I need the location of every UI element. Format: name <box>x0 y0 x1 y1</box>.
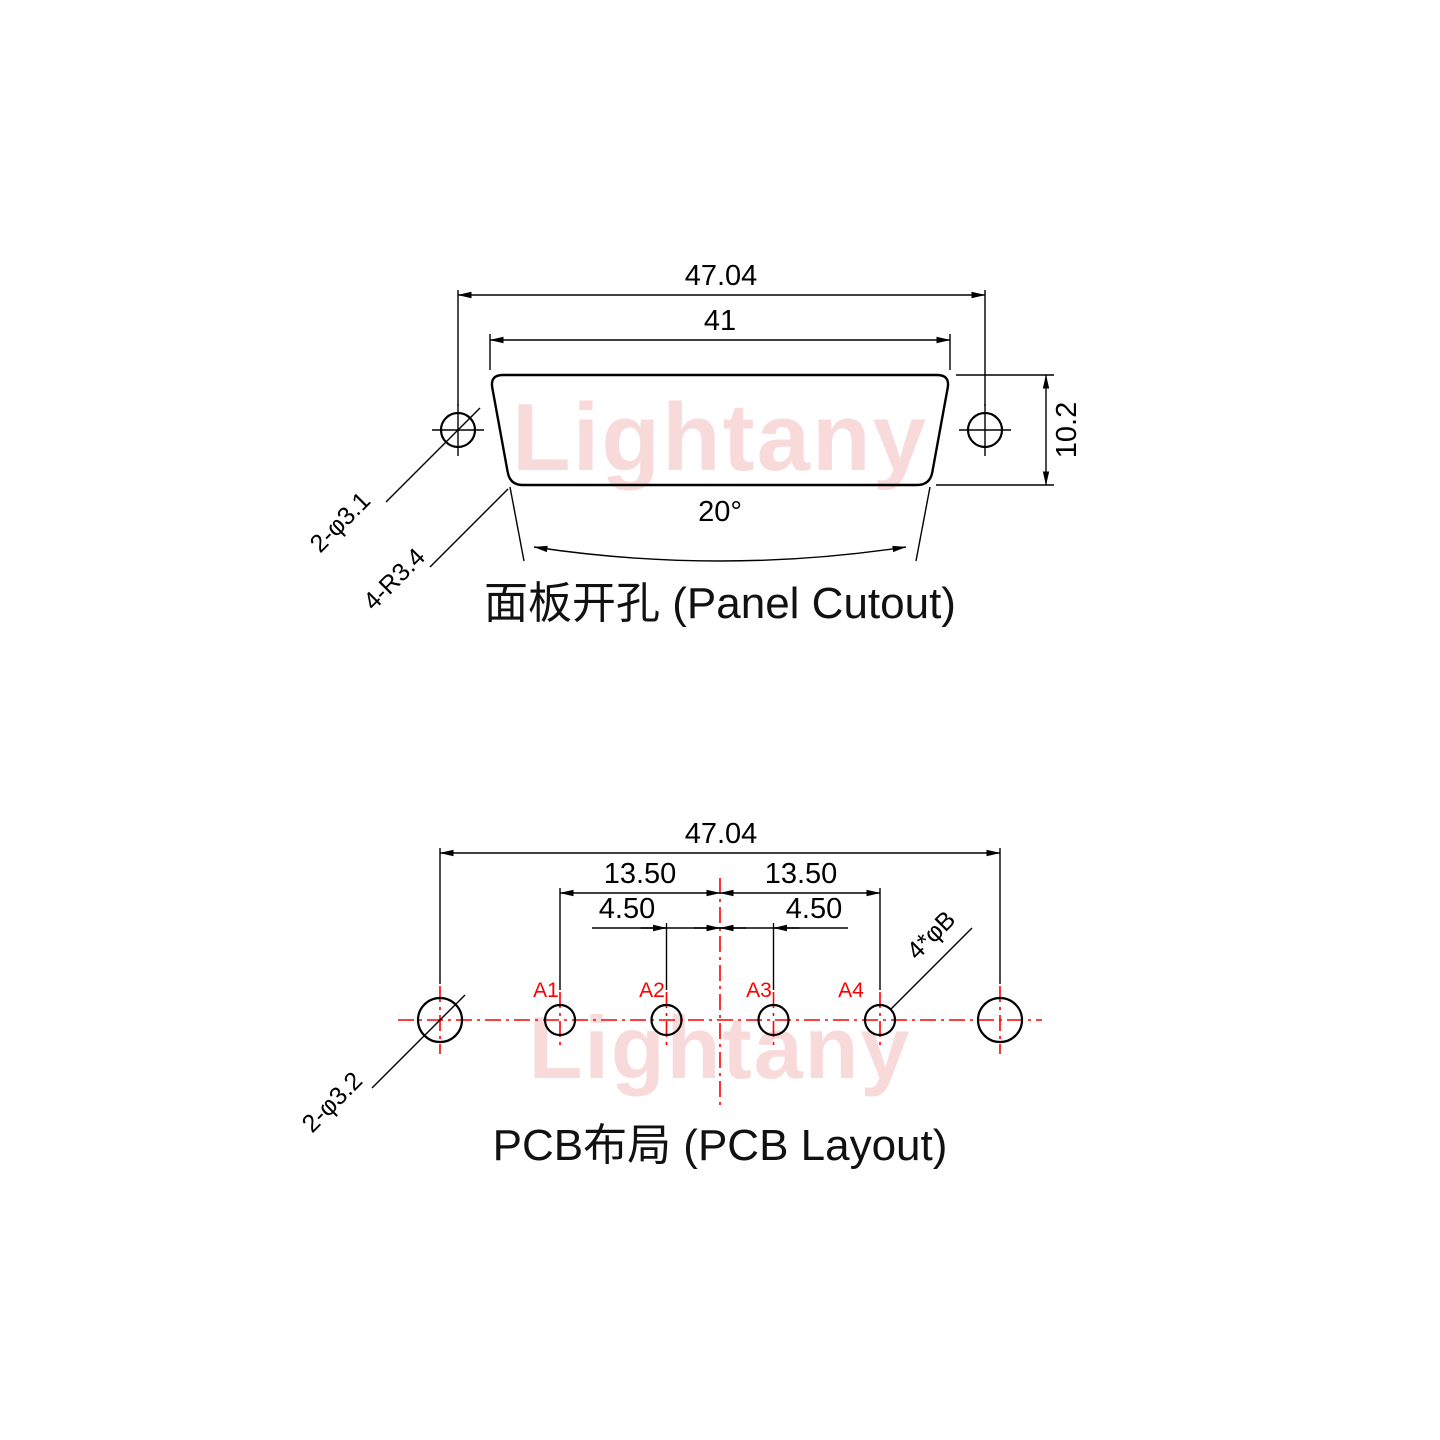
pcb-hole-a2 <box>650 1003 683 1037</box>
pin-label-a3: A3 <box>746 979 772 1002</box>
pcb-hole-a4 <box>863 1003 897 1037</box>
pcb-signal-hole-label: 4*φB <box>901 905 961 965</box>
pcb-dim-inner-right: 4.50 <box>694 893 842 932</box>
leader-line <box>385 407 481 503</box>
panel-dim-cutout-width: 41 <box>489 305 951 370</box>
panel-dim-overall-width: 47.04 <box>457 260 986 406</box>
pcb-mount-hole-left <box>416 996 464 1044</box>
pcb-dim-overall-text: 47.04 <box>685 818 758 850</box>
leader-line <box>890 927 973 1010</box>
panel-mount-hole-label: 2-φ3.1 <box>305 487 377 559</box>
panel-cutout-outline <box>490 373 950 487</box>
pcb-layout-drawing: 47.04 13.50 13.50 4.50 4.50 A1 A2 A3 <box>297 818 1042 1170</box>
leader-line <box>371 994 466 1089</box>
pcb-hole-a3 <box>757 1003 790 1037</box>
pcb-dim-inner-right-text: 4.50 <box>786 893 842 925</box>
pcb-dim-pitch-right-text: 13.50 <box>765 858 838 890</box>
pcb-dim-overall-width: 47.04 <box>439 818 1001 857</box>
pin-label-a1: A1 <box>533 979 559 1002</box>
watermark-bottom: Lightany <box>529 998 912 1097</box>
pcb-title: PCB布局 (PCB Layout) <box>493 1121 948 1170</box>
panel-dim-cutout-width-text: 41 <box>704 305 736 337</box>
angle-arc <box>533 545 907 562</box>
pcb-dim-inner-left: 4.50 <box>592 893 848 932</box>
angle-extension-right <box>915 486 931 562</box>
panel-mount-hole-right <box>959 404 1011 456</box>
panel-angle-text: 20° <box>698 496 742 528</box>
pin-label-a2: A2 <box>639 979 665 1002</box>
pcb-signal-hole-callout: 4*φB <box>890 905 973 1010</box>
leader-line <box>429 488 509 568</box>
panel-title: 面板开孔 (Panel Cutout) <box>484 579 956 628</box>
pcb-hole-a1 <box>543 1003 577 1037</box>
pcb-dim-pitch-left-text: 13.50 <box>604 858 677 890</box>
panel-corner-radius-label: 4-R3.4 <box>358 543 431 616</box>
watermark-top: Lightany <box>512 384 928 491</box>
pcb-extension-lines <box>439 848 1001 990</box>
panel-angle-dim: 20° <box>509 486 931 562</box>
pcb-dim-inner-left-text: 4.50 <box>599 893 655 925</box>
pcb-mount-hole-right <box>976 996 1024 1044</box>
panel-dim-height-text: 10.2 <box>1051 402 1083 458</box>
panel-dim-height: 10.2 <box>936 374 1083 486</box>
pcb-dim-pitch-left: 13.50 <box>559 858 721 897</box>
pin-label-a4: A4 <box>838 979 864 1002</box>
angle-extension-left <box>509 486 525 562</box>
pcb-mount-hole-label: 2-φ3.2 <box>297 1067 369 1139</box>
panel-dim-overall-text: 47.04 <box>685 260 758 292</box>
pcb-dim-pitch-right: 13.50 <box>719 858 881 897</box>
